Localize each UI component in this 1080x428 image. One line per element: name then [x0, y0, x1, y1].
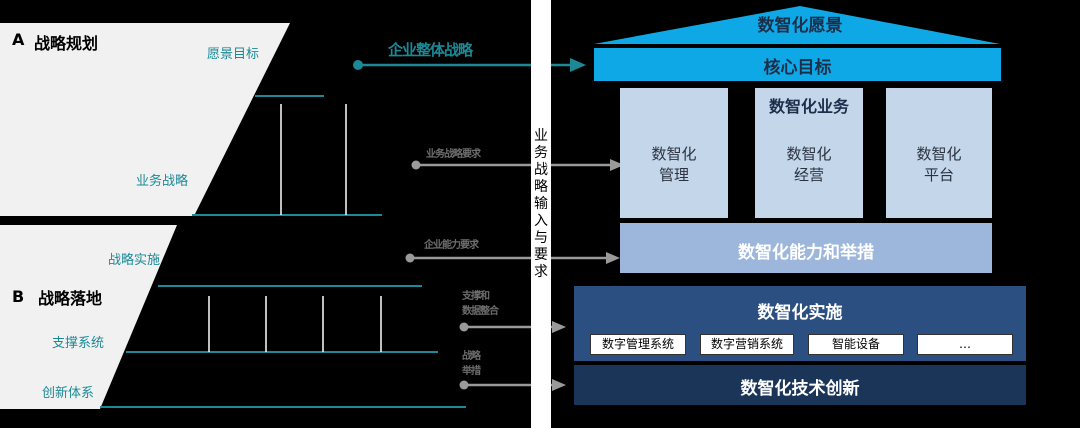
pillar-operation-shape — [755, 88, 863, 218]
section-a-letter: A — [12, 30, 25, 49]
pillar-platform-shape — [886, 88, 992, 218]
section-b-letter: B — [12, 287, 25, 306]
pillar-operation: 数智化 经营 — [786, 145, 832, 184]
strategy-implementation-label: 战略实施 — [108, 253, 161, 268]
core-goal-bar — [594, 48, 1001, 81]
business-title: 数智化业务 — [768, 97, 849, 116]
vision-roof — [594, 6, 1000, 44]
sub-item-management-system: 数字管理系统 — [590, 334, 686, 355]
pillar-management: 数智化 管理 — [651, 145, 697, 184]
tech-bar-shape — [574, 365, 1026, 405]
strategic-measures-label-2: 举措 — [462, 366, 481, 377]
vision-goal-label: 愿景目标 — [207, 47, 260, 62]
capability-bar-shape — [620, 223, 992, 273]
panel-b-shape — [0, 225, 177, 409]
core-goal-title: 核心目标 — [763, 58, 832, 78]
arrow-enterprise-strategy — [353, 58, 586, 72]
pillar-management-shape — [620, 88, 728, 218]
sub-item-smart-devices: 智能设备 — [808, 334, 904, 355]
lower-dividers — [208, 296, 382, 352]
sub-item-marketing-system: 数字营销系统 — [700, 334, 794, 355]
capability-requirements-label: 企业能力要求 — [424, 240, 479, 251]
capability-title: 数智化能力和举措 — [738, 243, 874, 263]
panel-a-shape — [0, 23, 290, 216]
tech-innovation-title: 数智化技术创新 — [740, 379, 860, 399]
support-system-label: 支撑系统 — [52, 336, 105, 351]
pillar-platform: 数智化 平台 — [916, 145, 962, 184]
arrow-capability-requirements — [405, 252, 620, 264]
center-column-text: 业务战略输入与要求 — [534, 128, 548, 280]
strategic-measures-label-1: 战略 — [462, 351, 481, 362]
vision-title: 数智化愿景 — [757, 16, 843, 36]
stair-lines — [100, 95, 466, 408]
section-a-title: 战略规划 — [34, 34, 99, 53]
innovation-system-label: 创新体系 — [42, 386, 95, 401]
arrow-business-requirements — [411, 159, 624, 171]
sub-item-more: … — [917, 334, 1013, 355]
section-b-title: 战略落地 — [38, 289, 103, 308]
support-integration-label-2: 数据整合 — [462, 306, 499, 317]
center-column — [531, 0, 551, 428]
support-integration-label-1: 支撑和 — [462, 291, 490, 302]
business-strategy-label: 业务战略 — [136, 174, 189, 189]
enterprise-strategy-label: 企业整体战略 — [388, 41, 473, 59]
upper-dividers — [280, 104, 347, 215]
implementation-title: 数智化实施 — [757, 303, 843, 323]
business-requirements-label: 业务战略要求 — [426, 149, 481, 160]
